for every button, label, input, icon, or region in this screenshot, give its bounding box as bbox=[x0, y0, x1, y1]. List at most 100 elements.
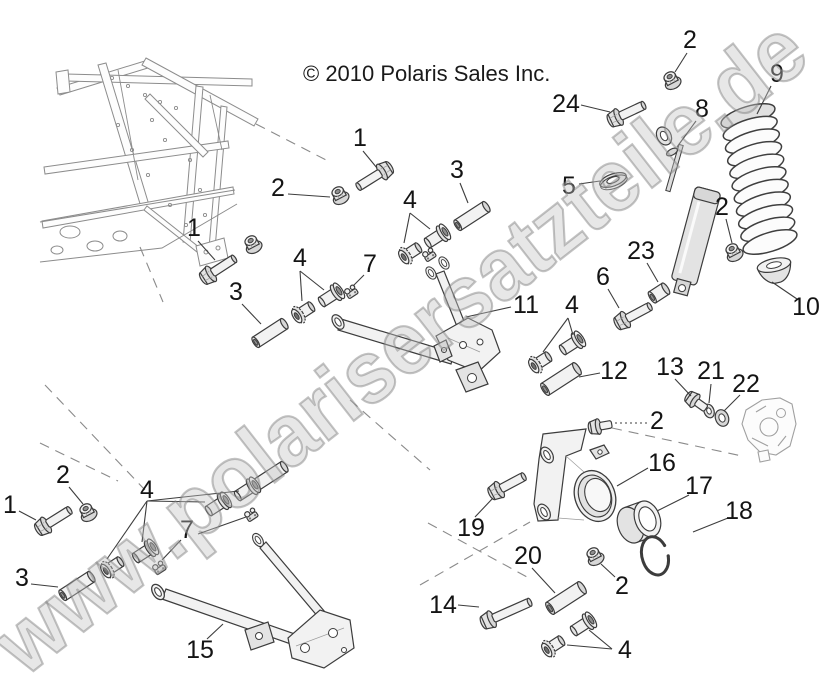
leader-line bbox=[106, 500, 148, 560]
lower-a-arm bbox=[148, 530, 355, 669]
flange-nut bbox=[582, 544, 607, 569]
bushing bbox=[646, 281, 672, 305]
bearing-carrier bbox=[533, 428, 617, 523]
leader-line bbox=[567, 317, 574, 336]
flange-nut bbox=[721, 240, 746, 265]
leader-line bbox=[409, 212, 431, 230]
callout-3: 3 bbox=[15, 564, 29, 592]
hex-bolt bbox=[610, 297, 657, 334]
callout-24: 24 bbox=[552, 90, 580, 118]
callout-15: 15 bbox=[186, 636, 214, 664]
leader-line bbox=[474, 497, 494, 518]
leader-line bbox=[197, 516, 247, 535]
leader-line bbox=[600, 563, 616, 578]
callout-7: 7 bbox=[180, 516, 194, 544]
callout-3: 3 bbox=[229, 278, 243, 306]
coil-spring bbox=[720, 103, 798, 255]
washer bbox=[714, 409, 730, 427]
flange-nut bbox=[240, 232, 265, 257]
flange-nut bbox=[327, 183, 352, 208]
leader-line bbox=[656, 494, 690, 512]
leader-line bbox=[459, 182, 469, 204]
callout-4: 4 bbox=[565, 291, 579, 319]
leader-line bbox=[18, 510, 37, 521]
copyright-text: © 2010 Polaris Sales Inc. bbox=[303, 61, 550, 86]
spacer-tube bbox=[538, 360, 584, 398]
leader-line bbox=[676, 120, 697, 148]
leader-line bbox=[578, 180, 601, 185]
callout-3: 3 bbox=[450, 156, 464, 184]
leader-line bbox=[725, 218, 733, 244]
leader-line bbox=[299, 270, 303, 302]
callout-11: 11 bbox=[513, 291, 539, 319]
leader-line bbox=[771, 281, 798, 300]
hex-bolt bbox=[484, 467, 531, 504]
callout-17: 17 bbox=[685, 472, 713, 500]
bushing bbox=[394, 237, 426, 268]
bushing bbox=[537, 630, 569, 661]
callout-4: 4 bbox=[403, 186, 417, 214]
bearing bbox=[616, 500, 662, 544]
callout-8: 8 bbox=[695, 95, 709, 123]
callout-2: 2 bbox=[271, 174, 285, 202]
leader-line bbox=[588, 629, 613, 650]
leader-line bbox=[206, 623, 224, 640]
leader-line bbox=[287, 193, 331, 198]
hex-bolt bbox=[477, 592, 536, 633]
leader-line bbox=[674, 378, 692, 397]
spacer-tube bbox=[249, 316, 291, 350]
callout-2: 2 bbox=[615, 572, 629, 600]
callout-14: 14 bbox=[429, 591, 457, 619]
clamp-hardware bbox=[343, 283, 360, 300]
callout-10: 10 bbox=[792, 293, 820, 321]
chassis-frame bbox=[39, 57, 259, 267]
callout-2: 2 bbox=[715, 193, 729, 221]
shock-absorber bbox=[655, 126, 721, 297]
leader-line bbox=[674, 52, 688, 73]
callout-23: 23 bbox=[627, 237, 655, 265]
assembly-axis-lines bbox=[39, 123, 743, 586]
leader-line bbox=[141, 500, 148, 543]
callout-9: 9 bbox=[770, 60, 784, 88]
bushing bbox=[566, 609, 600, 641]
callout-16: 16 bbox=[648, 449, 676, 477]
leader-line bbox=[30, 583, 59, 588]
leader-line bbox=[457, 604, 480, 608]
spacer-tube bbox=[543, 579, 589, 617]
leader-line bbox=[646, 262, 659, 283]
bushing bbox=[524, 346, 556, 377]
spring-washer bbox=[599, 172, 628, 191]
callout-2: 2 bbox=[650, 407, 664, 435]
callout-4: 4 bbox=[140, 476, 154, 504]
callout-1: 1 bbox=[3, 491, 17, 519]
callout-21: 21 bbox=[697, 357, 725, 385]
leader-line bbox=[197, 240, 216, 261]
callout-2: 2 bbox=[56, 461, 70, 489]
spring-retainer bbox=[756, 257, 792, 284]
leader-line bbox=[531, 567, 556, 594]
leader-line bbox=[146, 490, 240, 502]
leader-line bbox=[465, 306, 512, 318]
leader-line bbox=[580, 104, 611, 113]
leader-line bbox=[299, 270, 325, 291]
callout-13: 13 bbox=[656, 353, 684, 381]
upper-a-arm bbox=[328, 254, 501, 393]
leader-line bbox=[146, 500, 206, 503]
leader-line bbox=[578, 372, 601, 378]
callout-4: 4 bbox=[618, 636, 632, 664]
brake-caliper bbox=[741, 397, 797, 463]
callout-12: 12 bbox=[600, 357, 628, 385]
leader-line bbox=[708, 383, 712, 404]
callout-7: 7 bbox=[363, 250, 377, 278]
callout-19: 19 bbox=[457, 514, 485, 542]
leader-line bbox=[68, 486, 84, 505]
hex-bolt bbox=[586, 415, 614, 437]
leader-line bbox=[161, 539, 182, 561]
callout-20: 20 bbox=[514, 542, 542, 570]
snap-ring bbox=[639, 535, 670, 577]
bushing bbox=[314, 280, 348, 312]
